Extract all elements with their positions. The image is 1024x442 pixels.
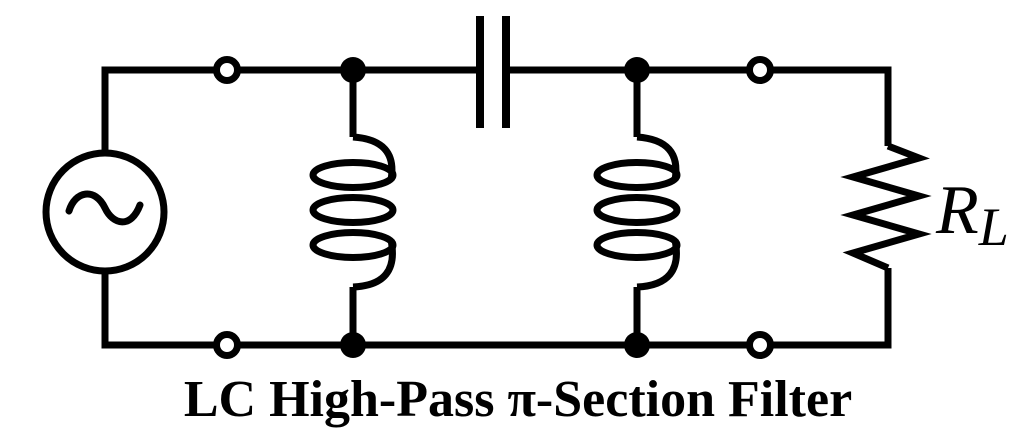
junction-dot-bottom-right: [624, 332, 650, 358]
inductor-left: [313, 70, 393, 345]
capacitor: [476, 16, 510, 128]
load-resistor-label: RL: [936, 176, 1009, 255]
load-resistor-label-main: R: [936, 172, 979, 249]
load-resistor-label-sub: L: [978, 197, 1009, 257]
sine-wave-icon: [65, 190, 144, 226]
wire-bottom: [101, 268, 892, 349]
wire-top-left: [101, 66, 480, 153]
junction-dot-top-right: [624, 57, 650, 83]
junction-dot-bottom-left: [340, 332, 366, 358]
terminal-input-top: [213, 56, 241, 84]
junction-dot-top-left: [340, 57, 366, 83]
terminal-input-bottom: [213, 331, 241, 359]
resistor-zigzag: [840, 142, 932, 272]
diagram-title: LC High-Pass π-Section Filter: [183, 371, 853, 428]
ac-source: [42, 149, 168, 275]
wire-top-right: [506, 66, 892, 146]
terminal-output-bottom: [746, 331, 774, 359]
terminal-output-top: [746, 56, 774, 84]
inductor-right: [597, 70, 677, 345]
